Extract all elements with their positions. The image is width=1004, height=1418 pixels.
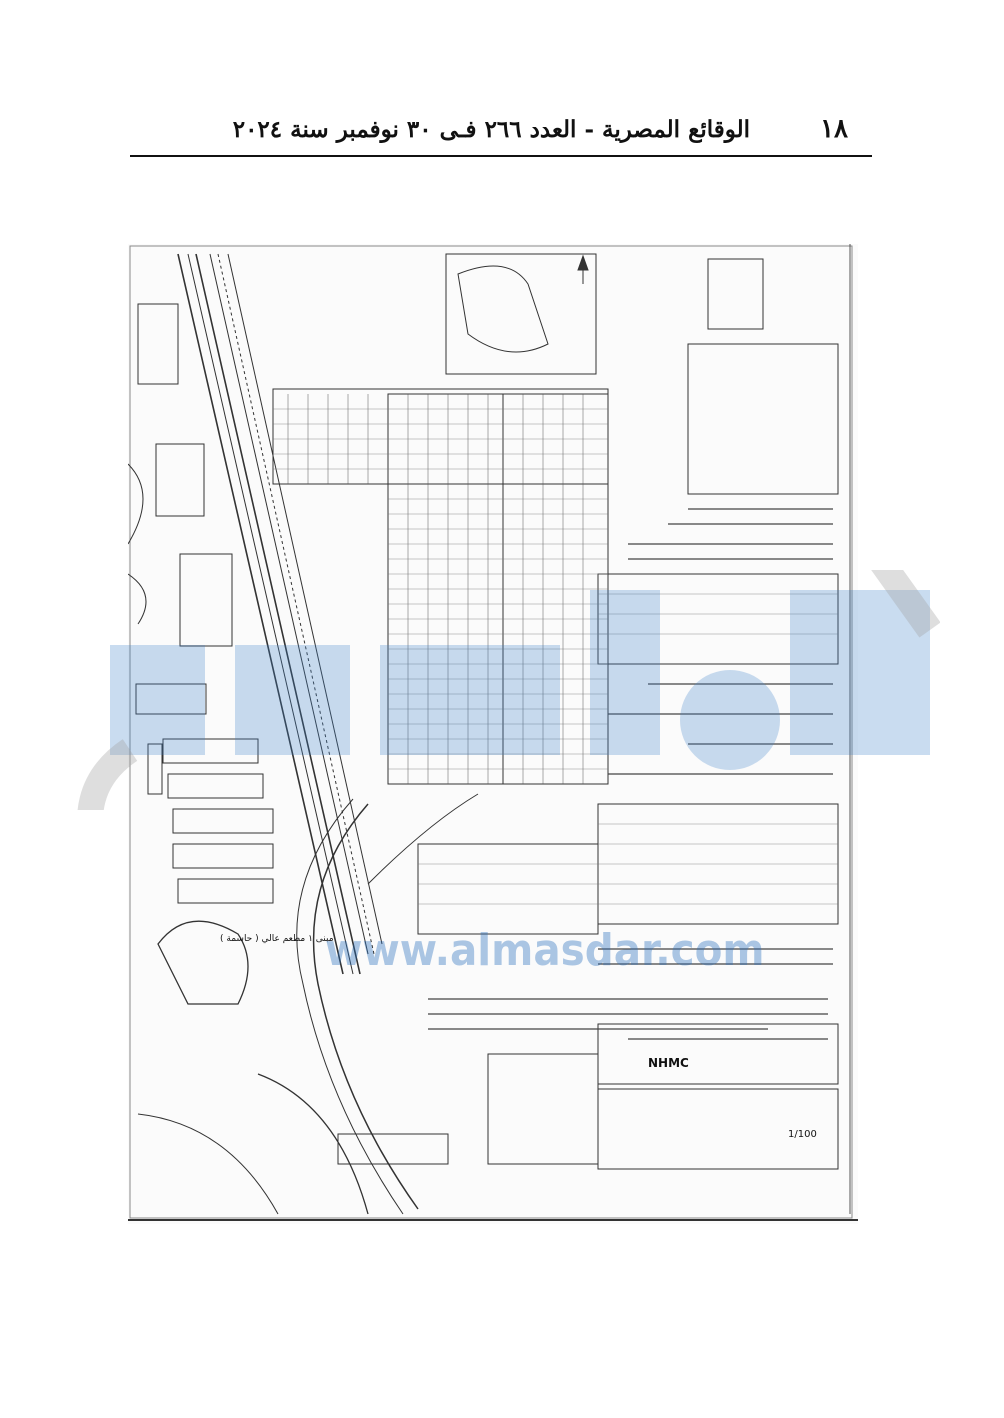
watermark-site: www.almasdar.com (325, 925, 765, 976)
page-header: ١٨ الوقائع المصرية - العدد ٢٦٦ فـى ٣٠ نو… (130, 112, 872, 152)
gazette-title: الوقائع المصرية - العدد ٢٦٦ فـى ٣٠ نوفمب… (232, 116, 750, 143)
page-number: ١٨ (820, 114, 848, 144)
drawing-scale: 1/100 (788, 1129, 817, 1140)
header-rule (130, 155, 872, 157)
company-logo: NHMC (648, 1056, 689, 1070)
building-label: مبنى ١ مطعم عالي ( حاسمة ) (220, 934, 334, 944)
scan-bottom-rule (128, 1219, 858, 1221)
site-plan-drawing (128, 244, 853, 1219)
scanned-plan-sheet: مبنى ١ مطعم عالي ( حاسمة ) NHMC 1/100 (128, 244, 858, 1224)
